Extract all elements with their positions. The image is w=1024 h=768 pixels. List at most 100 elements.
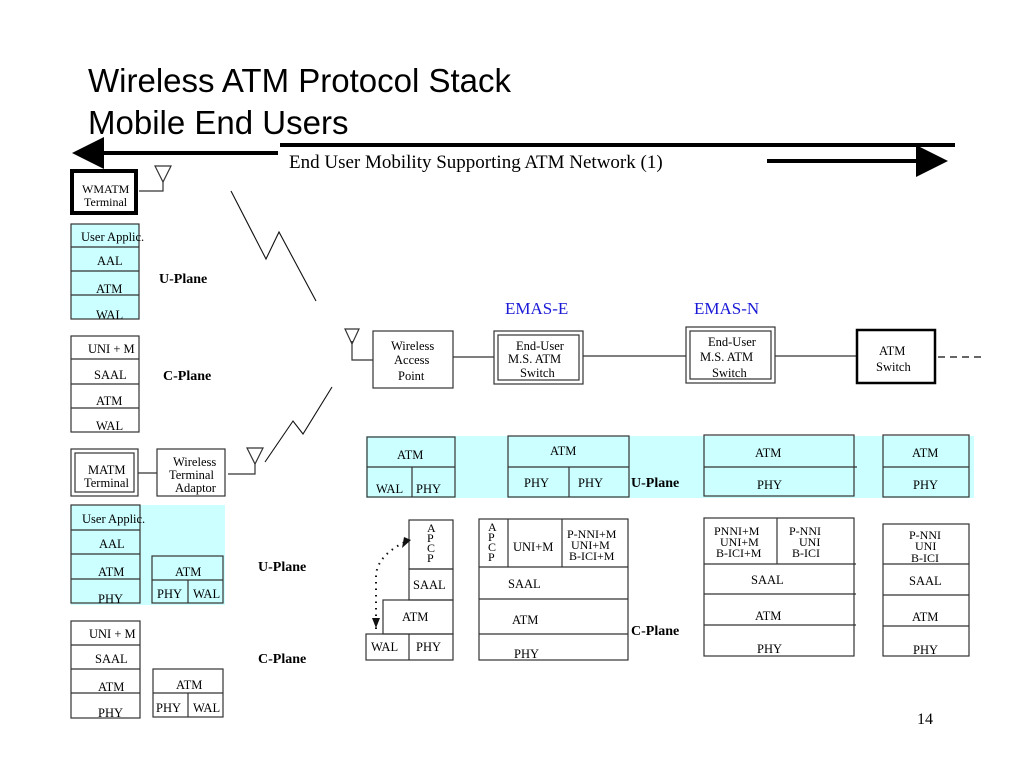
matm-terminal-line2: Terminal: [84, 476, 129, 490]
ap-uplane-stack: ATM WAL PHY: [366, 436, 456, 498]
layer-wal: WAL: [193, 701, 220, 715]
u-plane-label-network: U-Plane: [631, 476, 679, 491]
slide-title-line2: Mobile End Users: [88, 104, 348, 141]
layer-atm: ATM: [96, 282, 122, 296]
wireless-terminal-adaptor: Wireless Terminal Adaptor: [156, 448, 226, 497]
emas-n-switch: End-User M.S. ATM Switch: [685, 326, 776, 384]
layer-atm: ATM: [402, 610, 428, 624]
emas-n-switch-line3: Switch: [712, 366, 747, 380]
layer-pnni-m: P-NNI+M: [567, 527, 617, 541]
matm-terminal-line1: MATM: [88, 463, 126, 477]
atm-switch: ATM Switch: [855, 328, 937, 385]
layer-atm: ATM: [397, 448, 423, 462]
layer-uni-m: UNI + M: [89, 627, 136, 641]
apcp-p2: P: [427, 551, 434, 565]
c-plane-label-matm: C-Plane: [258, 652, 306, 667]
emas-e-cplane-stack: A P C P UNI+M P-NNI+M UNI+M B-ICI+M SAAL…: [478, 518, 629, 661]
layer-saal: SAAL: [94, 368, 127, 382]
atm-switch-cplane-stack: P-NNI UNI B-ICI SAAL ATM PHY: [882, 523, 970, 657]
layer-uni: UNI: [799, 535, 820, 549]
layer-bici: B-ICI: [911, 551, 939, 565]
atm-switch-uplane-stack: ATM PHY: [882, 434, 970, 498]
layer-atm: ATM: [550, 444, 576, 458]
layer-phy: PHY: [416, 482, 441, 496]
wta-line2: Terminal: [169, 468, 214, 482]
atm-switch-line2: Switch: [876, 360, 911, 374]
wireless-access-point: Wireless Access Point: [372, 330, 454, 389]
layer-atm: ATM: [98, 565, 124, 579]
layer-uni: UNI: [915, 539, 936, 553]
layer-wal: WAL: [96, 419, 123, 433]
emas-e-switch-line1: End-User: [516, 339, 565, 353]
emas-e-label: EMAS-E: [505, 299, 568, 318]
layer-atm: ATM: [755, 446, 781, 460]
wmatm-terminal: WMATM Terminal: [70, 169, 138, 215]
layer-phy: PHY: [157, 587, 182, 601]
subtitle: End User Mobility Supporting ATM Network…: [289, 152, 663, 173]
layer-phy: PHY: [98, 706, 123, 720]
layer-saal: SAAL: [751, 573, 784, 587]
layer-aal: AAL: [97, 254, 123, 268]
layer-atm: ATM: [98, 680, 124, 694]
c-plane-label-wmatm: C-Plane: [163, 369, 211, 384]
layer-phy: PHY: [156, 701, 181, 715]
layer-user-applic: User Applic.: [82, 512, 145, 526]
layer-phy: PHY: [524, 476, 549, 490]
ap-line1: Wireless: [391, 339, 434, 353]
emas-n-uplane-stack: ATM PHY: [703, 434, 857, 497]
layer-saal: SAAL: [413, 578, 446, 592]
matm-terminal: MATM Terminal: [70, 448, 139, 497]
arrow-head-icon: [372, 618, 380, 628]
apcp-c: C: [488, 540, 496, 554]
layer-wal: WAL: [96, 308, 123, 322]
emas-n-label: EMAS-N: [694, 299, 759, 318]
layer-saal: SAAL: [508, 577, 541, 591]
ap-cplane-stack: A P C P SAAL ATM WAL PHY: [365, 519, 454, 661]
layer-wal: WAL: [371, 640, 398, 654]
layer-phy: PHY: [913, 478, 938, 492]
emas-e-switch-line3: Switch: [520, 366, 555, 380]
emas-e-uplane-stack: ATM PHY PHY: [507, 435, 630, 498]
layer-phy: PHY: [98, 592, 123, 606]
apcp-p: P: [427, 531, 434, 545]
layer-atm: ATM: [755, 609, 781, 623]
layer-wal: WAL: [376, 482, 403, 496]
radio-link-icon: [264, 386, 333, 463]
layer-saal: SAAL: [95, 652, 128, 666]
emas-n-cplane-stack: PNNI+M UNI+M B-ICI+M P-NNI UNI B-ICI SAA…: [703, 517, 856, 657]
u-plane-label-wmatm: U-Plane: [159, 272, 207, 287]
apcp-a: A: [488, 520, 497, 534]
layer-uni-m: UNI + M: [88, 342, 135, 356]
wta-uplane-stack: ATM PHY WAL: [151, 555, 224, 604]
dotted-arrow-link: [375, 541, 406, 629]
wmatm-uplane-stack: User Applic. AAL ATM WAL: [70, 223, 144, 322]
apcp-p2: P: [488, 550, 495, 564]
layer-atm: ATM: [912, 610, 938, 624]
emas-e-switch-line2: M.S. ATM: [508, 352, 561, 366]
uplane-highlight: [71, 505, 225, 605]
layer-atm: ATM: [176, 678, 202, 692]
antenna-icon: [228, 447, 264, 475]
wta-line3: Adaptor: [175, 481, 217, 495]
layer-atm: ATM: [512, 613, 538, 627]
layer-atm: ATM: [96, 394, 122, 408]
layer-bici-m: B-ICI+M: [569, 549, 615, 563]
c-plane-label-network: C-Plane: [631, 624, 679, 639]
emas-n-switch-line1: End-User: [708, 335, 757, 349]
layer-phy: PHY: [913, 643, 938, 657]
layer-phy: PHY: [757, 642, 782, 656]
layer-atm: ATM: [175, 565, 201, 579]
layer-uni-m: UNI+M: [720, 535, 759, 549]
apcp-c: C: [427, 541, 435, 555]
layer-atm: ATM: [912, 446, 938, 460]
emas-e-switch: End-User M.S. ATM Switch: [493, 330, 584, 385]
layer-pnni-m: PNNI+M: [714, 524, 760, 538]
layer-phy: PHY: [416, 640, 441, 654]
layer-bici-m: B-ICI+M: [716, 546, 762, 560]
emas-n-switch-line2: M.S. ATM: [700, 350, 753, 364]
layer-phy: PHY: [578, 476, 603, 490]
matm-uplane-stack: User Applic. AAL ATM PHY: [70, 504, 145, 606]
wmatm-terminal-line2: Terminal: [84, 195, 128, 209]
apcp-a: A: [427, 521, 436, 535]
